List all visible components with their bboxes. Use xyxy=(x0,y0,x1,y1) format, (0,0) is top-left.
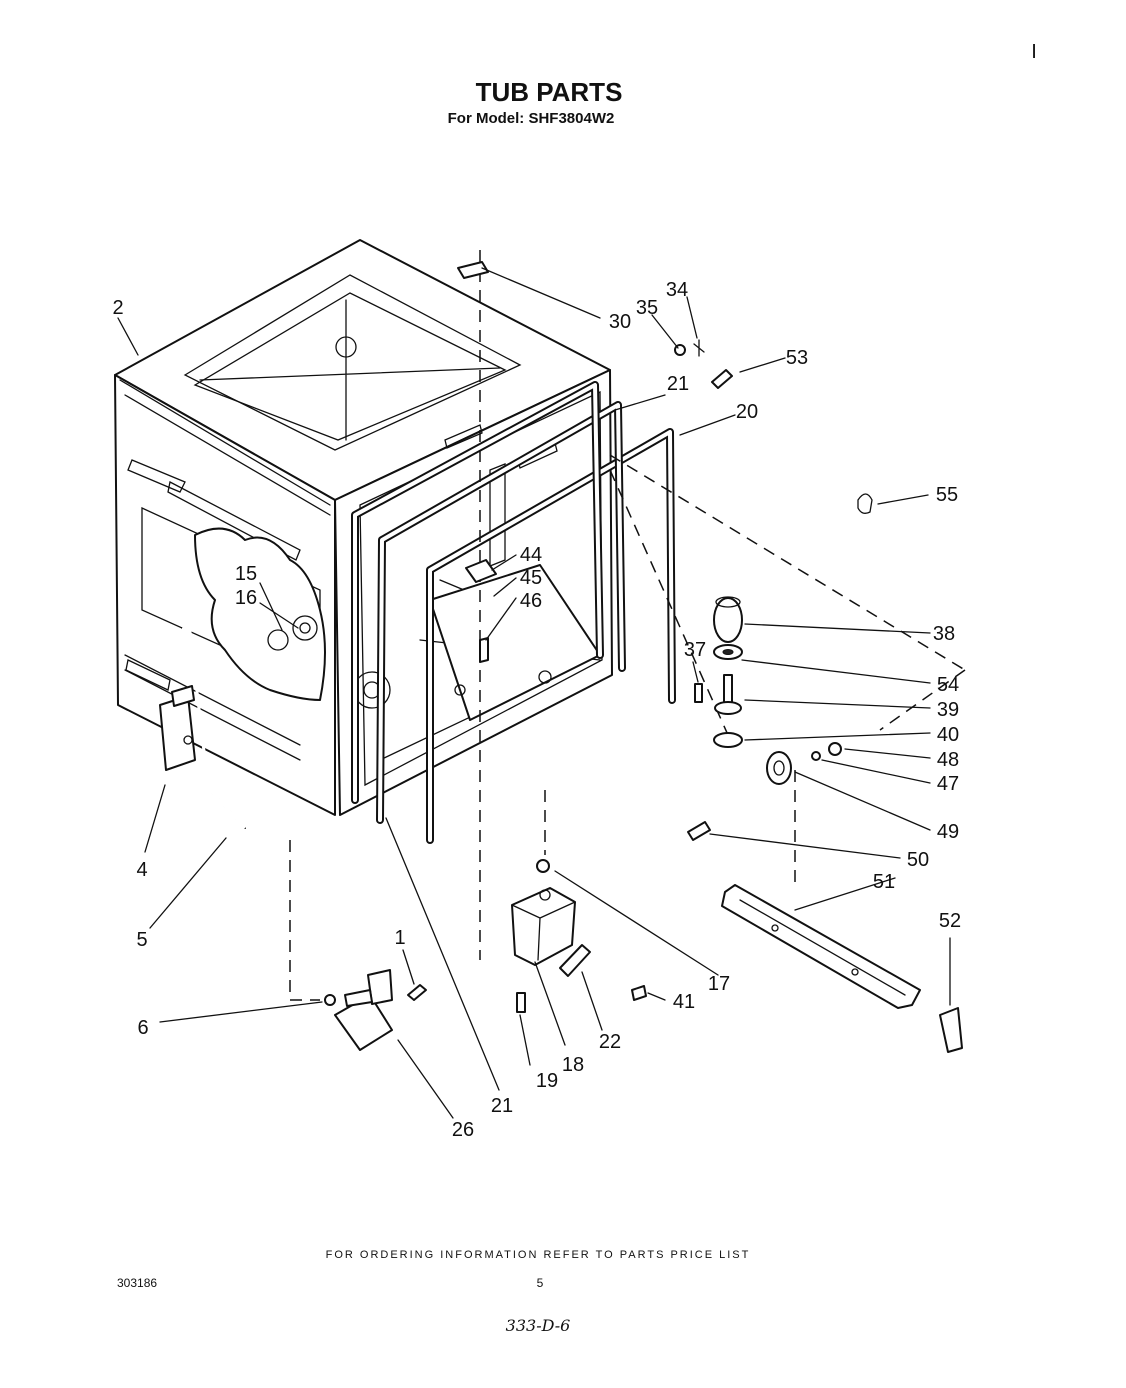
part-19-screw xyxy=(516,992,526,1013)
callout-50: 50 xyxy=(907,849,929,871)
part-39-leg-bolt xyxy=(714,674,742,715)
callout-34: 34 xyxy=(666,279,688,301)
callout-18: 18 xyxy=(562,1054,584,1076)
callout-45: 45 xyxy=(520,567,542,589)
callout-26: 26 xyxy=(452,1119,474,1141)
callout-21-bottom: 21 xyxy=(491,1095,513,1117)
callout-48: 48 xyxy=(937,749,959,771)
page-title: TUB PARTS xyxy=(476,77,623,107)
part-50-axle-bolt xyxy=(687,821,711,841)
callout-40: 40 xyxy=(937,724,959,746)
part-41-screw xyxy=(631,985,647,1001)
part-22-lever xyxy=(559,944,591,977)
ordering-note: FOR ORDERING INFORMATION REFER TO PARTS … xyxy=(326,1249,751,1261)
callout-2: 2 xyxy=(112,297,123,319)
callout-6: 6 xyxy=(137,1017,148,1039)
tub-body xyxy=(114,239,613,816)
callout-35: 35 xyxy=(636,297,658,319)
part-30-pad xyxy=(457,261,489,279)
callout-52: 52 xyxy=(939,910,961,932)
door-gasket-21 xyxy=(351,381,626,824)
part-51-rail xyxy=(721,884,921,1009)
callout-16: 16 xyxy=(235,587,257,609)
part-53-screw xyxy=(711,369,733,389)
callout-1: 1 xyxy=(394,927,405,949)
callout-labels: 2 30 35 34 53 21 20 55 44 15 45 16 46 38… xyxy=(112,279,961,1141)
part-38-foot-cap xyxy=(713,596,743,643)
callout-46: 46 xyxy=(520,590,542,612)
page-number: 5 xyxy=(537,1276,544,1290)
callout-37: 37 xyxy=(684,639,706,661)
door-gasket-20 xyxy=(426,428,676,844)
callout-54: 54 xyxy=(937,674,959,696)
assembly-lines xyxy=(289,250,966,1001)
callout-51: 51 xyxy=(873,871,895,893)
part-52-end-cap xyxy=(939,1007,963,1053)
part-1-screw xyxy=(407,984,427,1001)
callout-20: 20 xyxy=(736,401,758,423)
callout-49: 49 xyxy=(937,821,959,843)
callout-4: 4 xyxy=(136,859,147,881)
callout-17: 17 xyxy=(708,973,730,995)
part-17-nut xyxy=(536,859,550,873)
part-40-foot-pad xyxy=(713,732,743,748)
callout-5: 5 xyxy=(136,929,147,951)
part-55-clip xyxy=(857,493,873,514)
part-4-inlet-valve xyxy=(159,685,196,771)
callout-55: 55 xyxy=(936,484,958,506)
leader-lines xyxy=(117,267,951,1119)
callout-19: 19 xyxy=(536,1070,558,1092)
callout-30: 30 xyxy=(609,311,631,333)
part-26-valve-assembly xyxy=(324,969,393,1051)
callout-53: 53 xyxy=(786,347,808,369)
callout-22: 22 xyxy=(599,1031,621,1053)
part-54-washer xyxy=(713,644,743,660)
part-49-wheel xyxy=(766,751,792,785)
part-44-46-sump-parts xyxy=(465,559,497,663)
callout-15: 15 xyxy=(235,563,257,585)
callout-41: 41 xyxy=(673,991,695,1013)
callout-44: 44 xyxy=(520,544,542,566)
document-number: 303186 xyxy=(117,1276,157,1290)
part-37-screw xyxy=(694,683,703,703)
corner-mark: I xyxy=(1031,41,1037,63)
callout-47: 47 xyxy=(937,773,959,795)
callout-38: 38 xyxy=(933,623,955,645)
callout-39: 39 xyxy=(937,699,959,721)
callout-21-top: 21 xyxy=(667,373,689,395)
handwritten-code: 333-D-6 xyxy=(506,1316,571,1335)
part-48-nut xyxy=(828,742,842,756)
part-18-bracket xyxy=(511,887,576,966)
model-subtitle: For Model: SHF3804W2 xyxy=(448,110,615,127)
part-34-35-fasteners xyxy=(674,339,705,357)
part-47-washer xyxy=(811,751,821,761)
part-5-fill-hose xyxy=(181,626,247,830)
